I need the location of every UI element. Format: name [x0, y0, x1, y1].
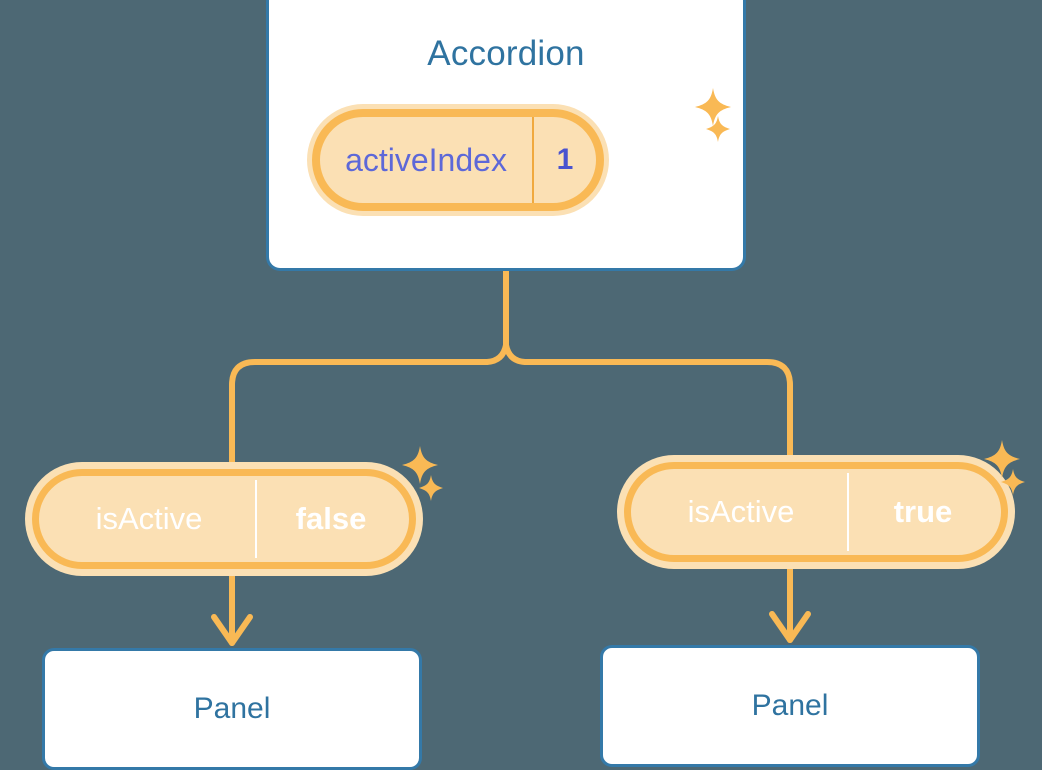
state-pill-isactive-true[interactable]: isActive true	[617, 455, 1015, 569]
state-pill-isactive-false[interactable]: isActive false	[25, 462, 423, 576]
state-pill-body[interactable]: isActive true	[617, 455, 1015, 569]
state-pill-value: true	[893, 494, 953, 529]
connector-branch-left	[229, 359, 490, 481]
panel-label: Panel	[193, 692, 271, 725]
arrowhead-left-panel-icon	[211, 614, 253, 646]
state-pill-activeindex[interactable]: activeIndex 1	[307, 104, 609, 216]
state-pill-body[interactable]: activeIndex 1	[307, 104, 609, 216]
state-pill-value: false	[295, 501, 367, 536]
state-pill-divider	[255, 480, 257, 558]
component-title: Accordion	[427, 34, 585, 73]
state-pill-key: activeIndex	[345, 141, 507, 178]
state-pill-divider	[847, 473, 849, 551]
component-card-panel-left[interactable]: Panel	[42, 648, 422, 770]
state-pill-divider	[532, 117, 534, 203]
connector-split-peak	[484, 342, 528, 365]
sparkle-small-icon	[419, 475, 443, 501]
state-pill-key: isActive	[687, 494, 795, 529]
state-pill-value: 1	[556, 143, 574, 176]
panel-label: Panel	[751, 689, 829, 722]
state-pill-key: isActive	[95, 501, 203, 536]
arrowhead-right-panel-icon	[769, 611, 811, 643]
component-card-panel-right[interactable]: Panel	[600, 645, 980, 767]
state-pill-body[interactable]: isActive false	[25, 462, 423, 576]
